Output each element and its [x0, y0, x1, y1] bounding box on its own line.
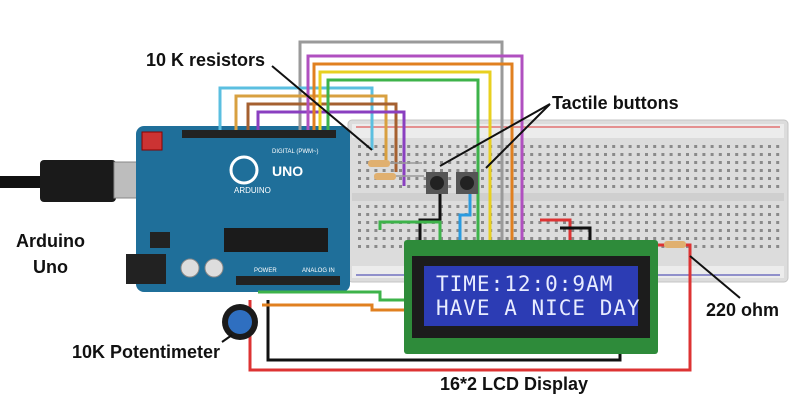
power-header-label: POWER: [254, 268, 277, 274]
usb-cable: [0, 160, 147, 202]
wire-tan: [234, 94, 388, 160]
tactile-buttons: [426, 172, 478, 194]
ohm-label: 220 ohm: [706, 300, 780, 320]
lcd-line-1: TIME:12:0:9AM: [436, 272, 614, 296]
wire-brown: [246, 102, 398, 172]
ten-k-resistors: [368, 160, 424, 180]
wire-orange: [312, 62, 514, 240]
wire-lightblue: [218, 86, 374, 150]
callout-lines: [221, 65, 741, 343]
potentiometer-label: 10K Potentimeter: [72, 342, 221, 362]
board-brand: ARDUINO: [234, 186, 271, 195]
wire-gray: [298, 40, 504, 240]
arduino-board: ARDUINO UNO DIGITAL (PWM~) POWER ANALOG …: [126, 126, 350, 292]
digital-wires: [218, 40, 524, 240]
resistors-label: 10 K resistors: [146, 50, 266, 70]
digital-header-label: DIGITAL (PWM~): [272, 149, 319, 155]
lcd-module: [404, 240, 658, 354]
lcd-line-2: HAVE A NICE DAY: [436, 296, 641, 320]
potentiometer: [222, 304, 258, 340]
analog-header-label: ANALOG IN: [302, 268, 335, 274]
lcd-caption: 16*2 LCD Display: [440, 374, 589, 394]
wire-purple: [306, 54, 524, 240]
wire-green: [326, 78, 480, 240]
buttons-label: Tactile buttons: [552, 93, 679, 113]
wire-purple-short: [256, 110, 406, 186]
arduino-label: Arduino Uno: [16, 231, 85, 277]
ohm-220-resistor: [664, 241, 686, 248]
wire-yellow: [318, 70, 492, 240]
board-model: UNO: [272, 163, 303, 179]
